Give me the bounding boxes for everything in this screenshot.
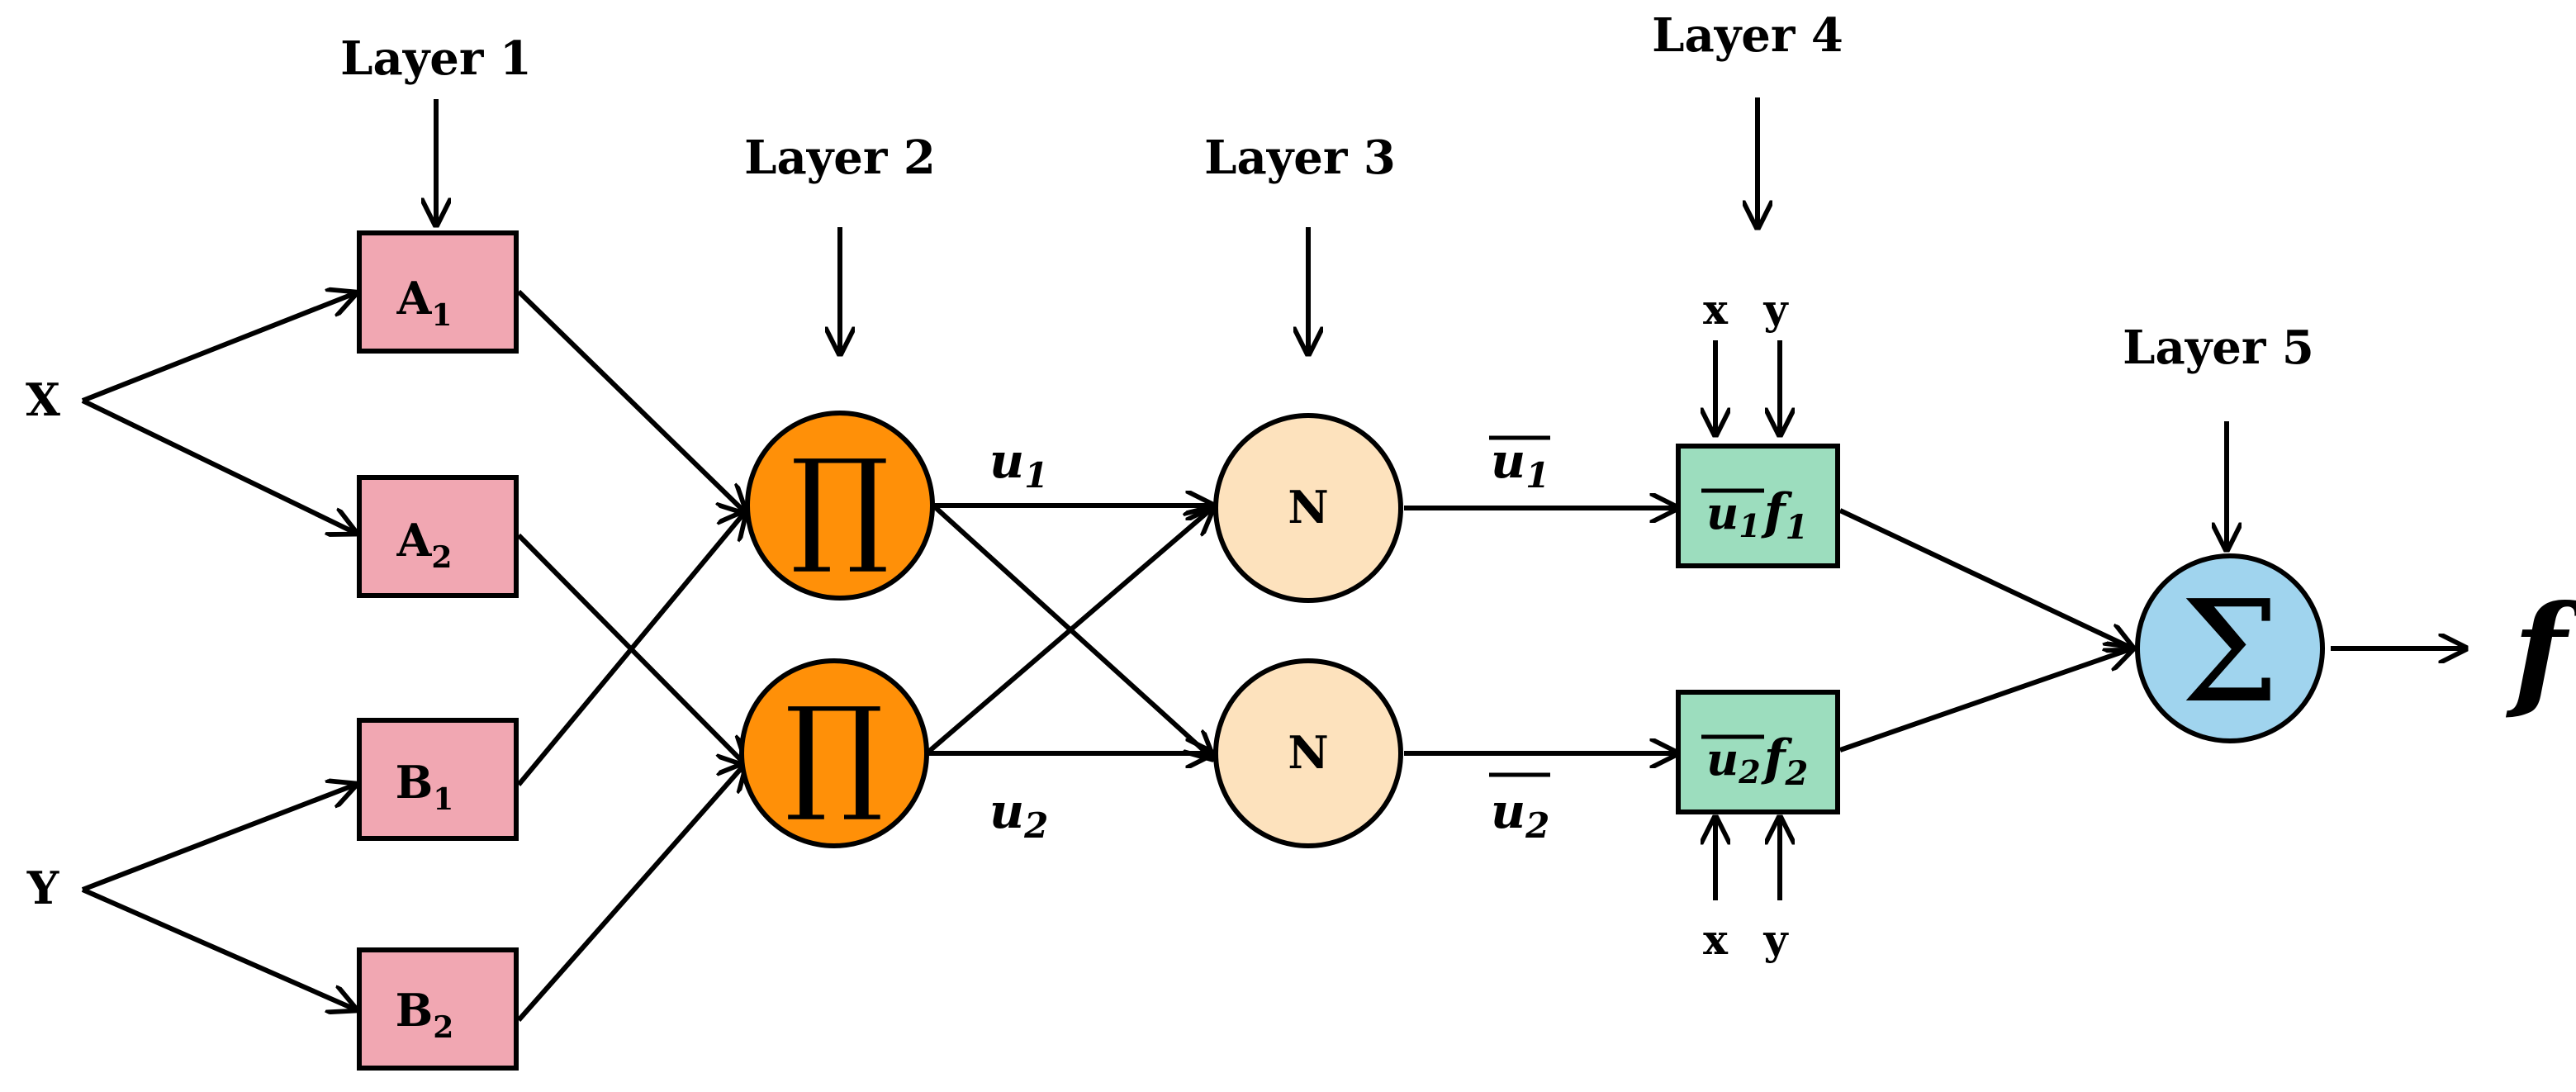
normalize-label-2: N bbox=[1288, 726, 1328, 779]
edge-pi1-n2 bbox=[931, 503, 1212, 758]
input-x-label: X bbox=[26, 373, 60, 426]
normalize-node-2 bbox=[1213, 658, 1403, 848]
edge-y-b1 bbox=[81, 785, 355, 892]
layer5-node: Σ bbox=[2135, 553, 2325, 743]
layer1-label: Layer 1 bbox=[340, 31, 532, 86]
node-b2-box bbox=[357, 947, 519, 1071]
edge-x-a2 bbox=[81, 398, 355, 533]
edge-f1-sum bbox=[1838, 508, 2132, 648]
layer3-label: Layer 3 bbox=[1204, 131, 1396, 185]
normalized-u2-label: u2 bbox=[1491, 783, 1549, 846]
output-label: f bbox=[2506, 578, 2576, 724]
edge-b1-pi1 bbox=[516, 512, 745, 786]
product-icon-1: ∏ bbox=[790, 434, 889, 577]
edge-b2-pi2 bbox=[516, 764, 745, 1022]
edge-pi2-n1 bbox=[925, 508, 1212, 756]
consequent-box-2 bbox=[1676, 690, 1840, 814]
node-a1: A1 bbox=[357, 230, 519, 354]
consequent-node-1: u1f1 bbox=[1676, 444, 1840, 568]
weight-u1-label: u1 bbox=[989, 433, 1048, 496]
node-a2-label: A2 bbox=[396, 514, 453, 575]
layer2-nodes: ∏ ∏ bbox=[739, 411, 935, 848]
node-b1-label: B1 bbox=[396, 756, 454, 817]
normalized-u1-label: u1 bbox=[1491, 433, 1549, 496]
normalize-node-1 bbox=[1213, 413, 1403, 603]
f2-x-label: x bbox=[1703, 915, 1729, 964]
layer2-label: Layer 2 bbox=[744, 131, 936, 185]
layer3-nodes: N N bbox=[1213, 413, 1403, 848]
summation-icon: Σ bbox=[2180, 571, 2279, 734]
layer4-label: Layer 4 bbox=[1652, 8, 1843, 63]
consequent-label-2: u2f2 bbox=[1706, 729, 1808, 793]
product-icon-2: ∏ bbox=[785, 681, 883, 825]
edge-f2-sum bbox=[1839, 648, 2132, 753]
node-a2: A2 bbox=[357, 475, 519, 598]
f1-y-label: y bbox=[1762, 285, 1789, 334]
node-b1-box bbox=[357, 718, 519, 841]
layer1-nodes: A1 A2 B1 B2 bbox=[357, 230, 519, 1071]
node-a2-box bbox=[357, 475, 519, 598]
f2-y-label: y bbox=[1762, 915, 1789, 964]
summation-node bbox=[2135, 553, 2325, 743]
normalize-label-1: N bbox=[1288, 481, 1328, 534]
node-b2-label: B2 bbox=[396, 984, 454, 1045]
node-a1-box bbox=[357, 230, 519, 354]
consequent-box-1 bbox=[1676, 444, 1840, 568]
node-b1: B1 bbox=[357, 718, 519, 841]
node-a1-label: A1 bbox=[396, 272, 453, 333]
edge-x-a1 bbox=[81, 293, 355, 403]
edge-y-b2 bbox=[81, 887, 355, 1009]
weight-u2-label: u2 bbox=[989, 783, 1048, 846]
product-node-2 bbox=[739, 658, 929, 848]
layer4-nodes: u1f1 u2f2 bbox=[1676, 444, 1840, 814]
node-b2: B2 bbox=[357, 947, 519, 1071]
edge-a1-pi1 bbox=[516, 289, 745, 512]
product-node-1 bbox=[745, 411, 935, 601]
connections bbox=[81, 97, 2465, 1022]
layer5-label: Layer 5 bbox=[2123, 320, 2314, 375]
consequent-node-2: u2f2 bbox=[1676, 690, 1840, 814]
f1-x-label: x bbox=[1703, 285, 1729, 334]
input-y-label: Y bbox=[26, 862, 60, 914]
